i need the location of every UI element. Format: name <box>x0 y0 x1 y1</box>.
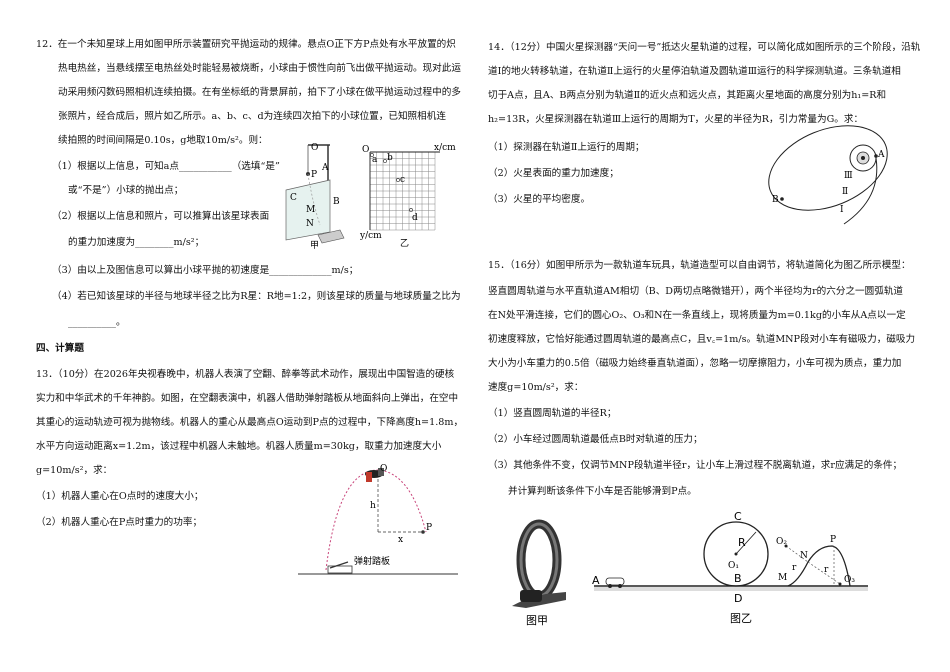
q13-label-O: O <box>380 464 387 474</box>
fig-label-O: O <box>311 143 318 153</box>
q12-line-5: 续拍照的时间间隔是0.10s，g地取10m/s²。则： <box>58 135 268 146</box>
fig-caption-yi: 乙 <box>400 238 409 249</box>
fig-label-C: C <box>290 193 297 203</box>
q14-sub1: （1）探测器在轨道Ⅱ上运行的周期； <box>488 142 645 153</box>
q15-caption-jia: 图甲 <box>526 614 548 627</box>
q14-figure-orbits: A B Ⅲ Ⅱ Ⅰ <box>768 125 888 225</box>
q12-line-1: 12．在一个未知星球上用如图甲所示装置研究平抛运动的规律。悬点O正下方P点处有水… <box>36 39 456 50</box>
q15-label-O1: O₁ <box>728 561 739 571</box>
q15-label-M: M <box>778 573 787 583</box>
q13-line-4: 水平方向运动距离x=1.2m，该过程中机器人未触地。机器人质量m=30kg，取重… <box>36 441 442 452</box>
q14-line-1: 14．（12分）中国火星探测器“天问一号”抵达火星轨道的过程，可以简化成如图所示… <box>488 42 921 53</box>
fig-label-P: P <box>311 170 317 180</box>
q13-line-2: 实力和中华武术的千年神韵。如图，在空翻表演中，机器人借助弹射踏板从地面斜向上弹出… <box>36 393 459 404</box>
q13-label-P: P <box>426 523 432 533</box>
q14-label-B: B <box>772 195 779 205</box>
q14-line-3: 切于A点，且A、B两点分别为轨道Ⅱ的近火点和远火点，其距离火星地面的高度分别为h… <box>488 90 887 101</box>
grid-label-origin: O <box>362 145 369 155</box>
q12-line-2: 热电热丝，当悬线摆至电热丝处时能轻易被烧断，小球由于惯性向前飞出做平抛运动。现对… <box>58 63 461 74</box>
q15-label-r1: r <box>792 563 797 573</box>
q14-label-III: Ⅲ <box>844 171 853 181</box>
fig-label-M: M <box>306 205 315 215</box>
q15-line-3: 在N处平滑连接，它们的圆心O₂、O₃和N在一条直线上，现将质量为m=0.1kg的… <box>488 310 906 321</box>
q15-label-O2: O₂ <box>776 537 787 547</box>
q15-label-r2: r <box>824 565 829 575</box>
q15-sub2: （2）小车经过圆周轨道最低点B时对轨道的压力； <box>488 434 703 445</box>
q15-line-4: 初速度释放，它恰好能通过圆周轨道的最高点C，且v꜀=1m/s。轨道MNP段对小车… <box>488 334 916 345</box>
grid-label-d: d <box>412 213 418 223</box>
q15-line-5: 大小为小车重力的0.5倍（磁吸力始终垂直轨道面），忽略一切摩擦阻力，小车可视为质… <box>488 358 902 369</box>
q15-caption-yi: 图乙 <box>730 612 752 625</box>
q15-label-N: N <box>800 551 808 561</box>
q13-label-x: x <box>398 535 403 545</box>
q12-sub3: （3）由以上及图信息可以算出小球平抛的初速度是_____________m/s； <box>52 265 359 276</box>
q14-label-A: A <box>877 150 885 160</box>
grid-label-a: a <box>372 155 378 165</box>
q15-label-R: R <box>738 536 746 549</box>
grid-label-y: y/cm <box>359 231 382 241</box>
fig-caption-jia: 甲 <box>310 240 319 251</box>
q12-line-4: 张照片，经合成后，照片如乙所示。a、b、c、d为连续四次拍下的小球位置，已知照相… <box>58 111 446 122</box>
q13-label-h: h <box>370 501 376 511</box>
q15-line-2: 竖直圆周轨道与水平直轨道AM相切（B、D两切点略微错开），两个半径均为r的六分之… <box>488 286 904 297</box>
q15-label-D: D <box>734 592 742 605</box>
q12-sub4b: __________。 <box>68 317 126 328</box>
q15-line-6: 速度g=10m/s²，求： <box>488 382 584 393</box>
q14-line-2: 道Ⅰ的地火转移轨道，在轨道Ⅱ上运行的火星停泊轨道及圆轨道Ⅲ运行的科学探测轨道。三… <box>488 66 901 77</box>
q15-figure-toy-photo: 图甲 <box>512 519 566 627</box>
q15-sub3b: 并计算判断该条件下小车是否能够滑到P点。 <box>508 486 697 497</box>
q12-sub2a: （2）根据以上信息和照片，可以推算出该星球表面 <box>52 211 270 222</box>
q13-line-3: 其重心的运动轨迹可视为抛物线。机器人的重心从最高点O运动到P点的过程中，下降高度… <box>36 417 464 428</box>
q14-sub2: （2）火星表面的重力加速度； <box>488 168 619 179</box>
q15-label-P: P <box>830 535 836 545</box>
fig-label-N: N <box>306 219 314 229</box>
q15-sub3: （3）其他条件不变，仅调节MNP段轨道半径r，让小车上滑过程不脱离轨道，求r应满… <box>488 460 903 471</box>
q12-sub4a: （4）若已知该星球的半径与地球半径之比为R星：R地=1:2，则该星球的质量与地球… <box>52 291 461 302</box>
q12-figure-grid: O x/cm y/cm a b c d 乙 <box>359 143 456 249</box>
q15-line-1: 15．（16分）如图甲所示为一款轨道车玩具，轨道造型可以自由调节，将轨道简化为图… <box>488 260 911 271</box>
fig-label-A: A <box>321 163 329 173</box>
q14-sub3: （3）火星的平均密度。 <box>488 194 591 205</box>
grid-label-x: x/cm <box>434 143 456 153</box>
q15-label-O3: O₃ <box>844 575 855 585</box>
q14-label-II: Ⅱ <box>842 187 848 197</box>
q15-label-C: C <box>734 510 742 523</box>
q12-figure-apparatus: O P A C M N B 甲 <box>285 143 345 251</box>
q14-line-4: h₂=13R，火星探测器在轨道Ⅲ上运行的周期为T，火星的半径为R，引力常量为G。… <box>488 114 864 125</box>
q15-label-B: B <box>734 572 742 585</box>
q13-sub2: （2）机器人重心在P点时重力的功率； <box>36 517 203 528</box>
q12-sub1b: 或“不是”）小球的抛出点； <box>68 185 184 196</box>
q15-figure-track: C R O₁ B D A O₂ N P O₃ M r r 图乙 <box>592 510 868 625</box>
q14-label-I: Ⅰ <box>840 205 844 215</box>
q13-sub1: （1）机器人重心在O点时的速度大小； <box>36 491 204 502</box>
grid-label-c: c <box>400 175 405 185</box>
q15-sub1: （1）竖直圆周轨道的半径R； <box>488 408 617 419</box>
q15-label-A: A <box>592 574 600 587</box>
q12-sub1a: （1）根据以上信息，可知a点___________（选填“是” <box>52 161 280 172</box>
grid-label-b: b <box>387 153 393 163</box>
q13-figure-robot: O h x P 弹射踏板 <box>298 464 458 575</box>
q12-line-3: 动采用频闪数码照相机连续拍摄。在有坐标纸的背景屏前，拍下了小球在做平抛运动过程中… <box>58 87 461 98</box>
section-heading-calc: 四、计算题 <box>36 343 84 354</box>
q13-label-pad: 弹射踏板 <box>354 555 390 567</box>
fig-label-B: B <box>333 197 340 207</box>
q13-line-1: 13．（10分）在2026年央视春晚中，机器人表演了空翻、醉拳等武术动作，展现出… <box>36 369 455 380</box>
q13-line-5: g=10m/s²，求： <box>36 465 113 476</box>
q12-sub2b: 的重力加速度为________m/s²； <box>68 237 205 248</box>
